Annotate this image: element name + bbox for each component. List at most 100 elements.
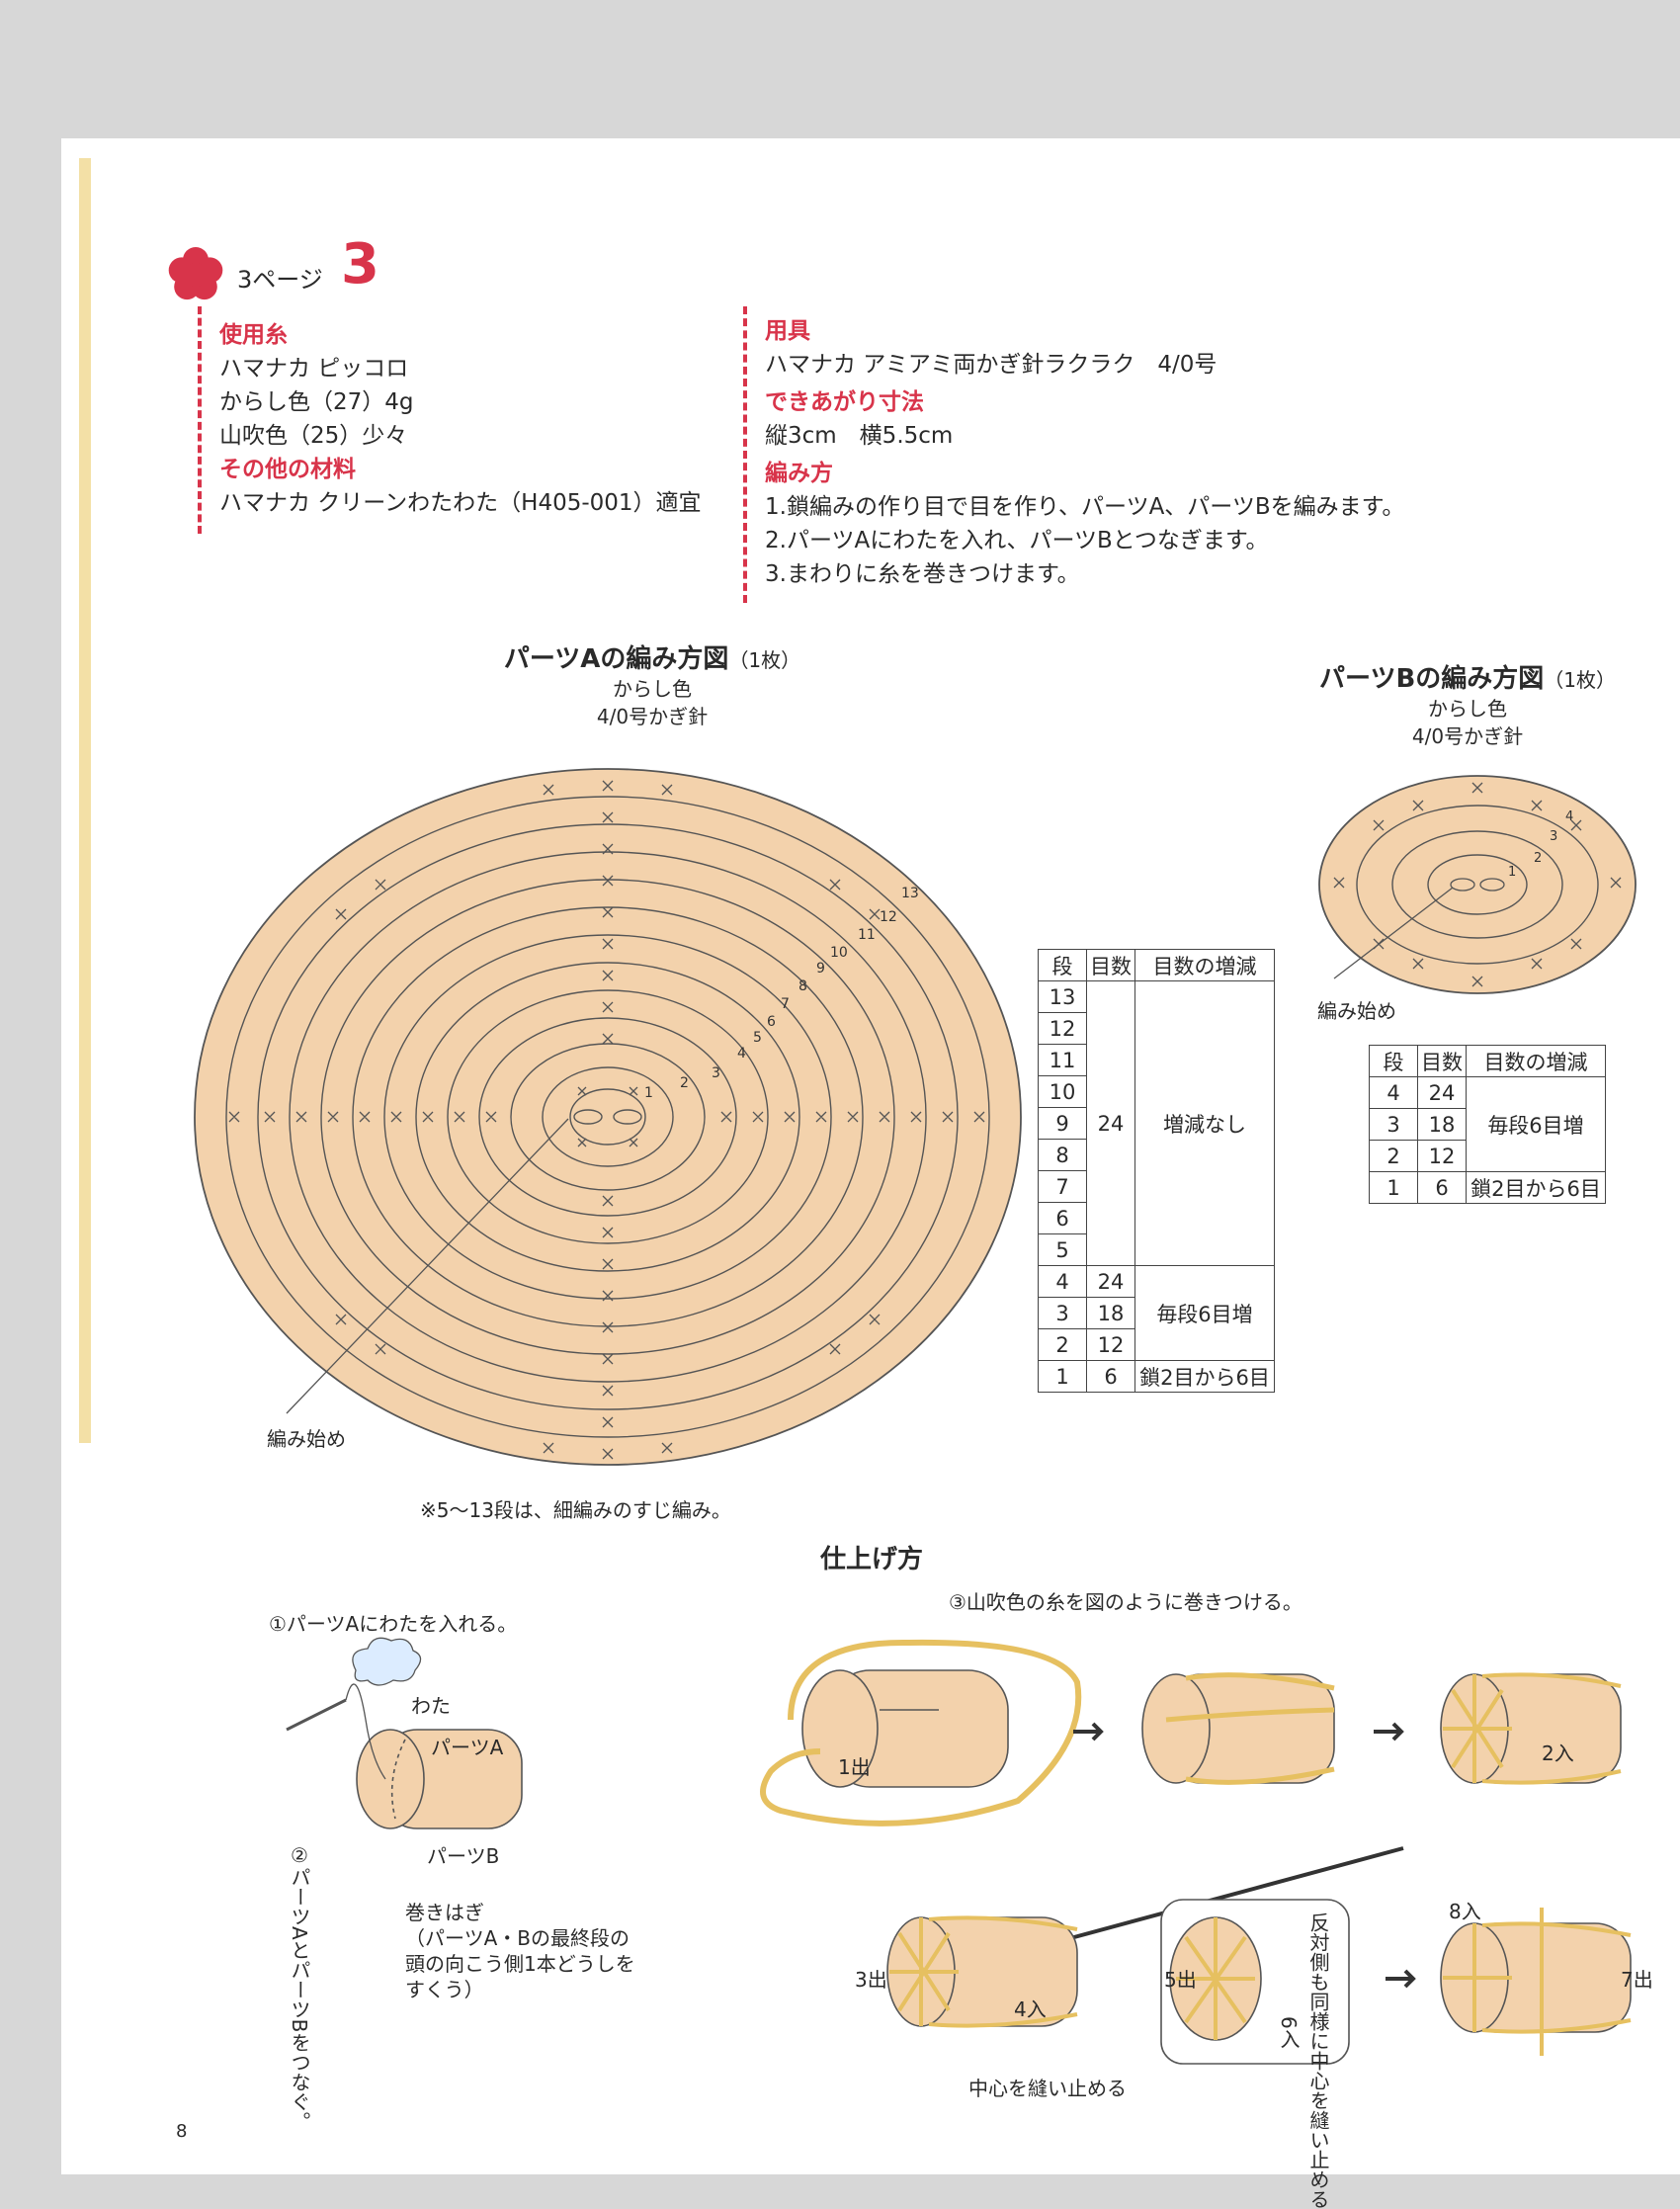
svg-text:11: 11	[858, 927, 876, 943]
yarn-line-1: ハマナカ ピッコロ	[219, 356, 409, 382]
svg-text:12: 12	[880, 909, 897, 925]
part-b-title: パーツBの編み方図（1枚）	[1318, 664, 1617, 694]
page-number: 8	[176, 2121, 188, 2142]
size-heading: できあがり寸法	[765, 389, 924, 415]
row-5: 5	[1038, 1233, 1087, 1266]
yarn-line-2: からし色（27）4g	[219, 389, 414, 415]
svg-text:4: 4	[1565, 809, 1573, 824]
b-col-header-count: 目数	[1417, 1045, 1467, 1077]
wrap-step-a	[760, 1639, 1082, 1827]
part-a-title: パーツAの編み方図（1枚）	[503, 644, 801, 674]
row-10: 10	[1038, 1075, 1087, 1108]
materials-left-rule	[198, 306, 202, 534]
cotton-icon	[352, 1637, 422, 1686]
part-b-hook: 4/0号かぎ針	[1411, 724, 1524, 748]
svg-text:8: 8	[798, 978, 807, 994]
part-a-stitch-marks	[228, 780, 985, 1460]
part-a-hook: 4/0号かぎ針	[596, 705, 709, 728]
row-8: 8	[1038, 1139, 1087, 1171]
svg-text:3: 3	[1550, 829, 1557, 844]
b-count-2: 12	[1417, 1140, 1467, 1172]
part-a-rings	[194, 768, 1022, 1466]
col-header-row: 段	[1038, 949, 1087, 981]
center-stitch-label: 中心を縫い止める	[968, 2077, 1127, 2100]
mark-5: 5出	[1164, 1968, 1197, 1992]
part-a-note: ※5〜13段は、細編みのすじ編み。	[420, 1498, 731, 1522]
row-13: 13	[1038, 980, 1087, 1013]
row-3: 3	[1038, 1297, 1087, 1329]
svg-text:2: 2	[1534, 851, 1542, 866]
finishing-step-1: ①パーツAにわたを入れる。	[269, 1612, 518, 1636]
materials-left: 使用糸 ハマナカ ピッコロ からし色（27）4g 山吹色（25）少々 その他の材…	[219, 318, 702, 520]
tools-heading: 用具	[765, 318, 810, 344]
b-row-4: 4	[1369, 1076, 1418, 1109]
note-chain-start: 鎖2目から6目	[1134, 1360, 1275, 1393]
row-7: 7	[1038, 1170, 1087, 1203]
part-b-color: からし色	[1428, 697, 1507, 721]
wrapping-illustration	[760, 1639, 1632, 2065]
svg-text:1: 1	[644, 1085, 653, 1101]
part-a-label: パーツA	[431, 1736, 504, 1759]
wrap-step-c	[1440, 1672, 1622, 1785]
mark-2: 2入	[1542, 1742, 1574, 1765]
mark-3: 3出	[855, 1968, 887, 1992]
other-line-1: ハマナカ クリーンわたわた（H405-001）適宜	[219, 490, 702, 516]
row-11: 11	[1038, 1044, 1087, 1076]
part-a-color: からし色	[613, 677, 692, 701]
materials-right: 用具 ハマナカ アミアミ両かぎ針ラクラク 4/0号 できあがり寸法 縦3cm 横…	[765, 314, 1404, 591]
method-heading: 編み方	[765, 461, 833, 486]
b-count-1: 6	[1417, 1171, 1467, 1204]
page-edge-stripe	[79, 158, 91, 1443]
svg-text:9: 9	[816, 961, 825, 977]
b-row-1: 1	[1369, 1171, 1418, 1204]
svg-text:1: 1	[1508, 865, 1516, 880]
b-row-3: 3	[1369, 1108, 1418, 1141]
wrap-step-d	[886, 1915, 1078, 2028]
svg-text:6: 6	[767, 1014, 776, 1030]
row-6: 6	[1038, 1202, 1087, 1234]
item-number: 3	[341, 232, 379, 297]
part-a-start-leader	[286, 1118, 569, 1414]
part-b-heading: パーツBの編み方図（1枚） からし色 4/0号かぎ針	[1304, 658, 1631, 750]
part-a-start-label: 編み始め	[267, 1427, 346, 1451]
mark-7: 7出	[1621, 1968, 1653, 1992]
materials-right-rule	[743, 306, 747, 603]
arrow-right-icon	[1374, 1722, 1404, 1742]
wrap-step-e	[1169, 1916, 1262, 2041]
tools-line-1: ハマナカ アミアミ両かぎ針ラクラク 4/0号	[765, 352, 1218, 378]
part-b-label: パーツB	[427, 1844, 500, 1868]
finishing-title: 仕上げ方	[820, 1545, 924, 1574]
size-line-1: 縦3cm 横5.5cm	[765, 423, 954, 449]
svg-text:13: 13	[901, 886, 919, 901]
yarn-heading: 使用糸	[219, 322, 288, 348]
count-row-3: 18	[1086, 1297, 1135, 1329]
finishing-step-2: ②パーツAとパーツBをつなぐ。	[288, 1843, 311, 2132]
svg-text:10: 10	[830, 945, 848, 961]
part-b-diagram: 1 234	[1318, 775, 1637, 994]
svg-text:5: 5	[753, 1030, 762, 1046]
method-line-1: 1.鎖編みの作り目で目を作り、パーツA、パーツBを編みます。	[765, 494, 1405, 520]
svg-text:2: 2	[680, 1075, 689, 1091]
svg-text:7: 7	[781, 996, 790, 1012]
page-reference: 3ページ	[237, 266, 323, 294]
arrow-right-icon	[1073, 1722, 1104, 1742]
note-no-change: 増減なし	[1134, 980, 1275, 1266]
svg-text:3: 3	[712, 1065, 720, 1081]
b-note-chain-start: 鎖2目から6目	[1466, 1171, 1606, 1204]
other-heading: その他の材料	[219, 457, 356, 482]
stuffing-illustration	[286, 1637, 523, 1829]
row-2: 2	[1038, 1328, 1087, 1361]
row-12: 12	[1038, 1012, 1087, 1045]
count-row-1: 6	[1086, 1360, 1135, 1393]
b-note-increase: 毎段6目増	[1466, 1076, 1606, 1172]
mark-4: 4入	[1014, 1997, 1047, 2021]
flower-icon	[168, 247, 223, 300]
count-row-4: 24	[1086, 1265, 1135, 1298]
row-1: 1	[1038, 1360, 1087, 1393]
wrap-step-b	[1141, 1672, 1335, 1785]
mark-8: 8入	[1449, 1900, 1481, 1923]
b-col-header-row: 段	[1369, 1045, 1418, 1077]
finishing-step-3: ③山吹色の糸を図のように巻きつける。	[949, 1590, 1302, 1614]
b-count-3: 18	[1417, 1108, 1467, 1141]
method-line-3: 3.まわりに糸を巻きつけます。	[765, 561, 1080, 587]
